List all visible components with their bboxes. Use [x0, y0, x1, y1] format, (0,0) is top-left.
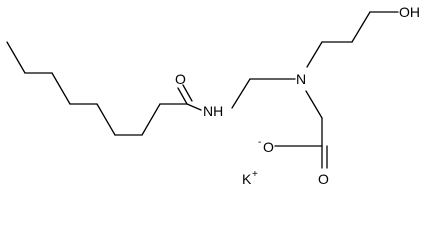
bond-carbonyl-co-2: [182, 84, 193, 102]
bond-c5-c6: [96, 103, 116, 136]
molecule-structure: OH O NH N - O O K +: [6, 4, 420, 187]
carboxylate-oxygen-single-label: O: [263, 139, 274, 155]
carboxymethyl-arm: [274, 90, 328, 169]
carboxylate-charge-minus: -: [258, 137, 261, 148]
bond-c3-c4: [51, 72, 71, 105]
hydroxypropyl-arm: [306, 11, 399, 68]
bond-c2-c3-arm: [351, 11, 371, 43]
carboxylate-oxygen-single-group: - O: [258, 137, 274, 155]
amide-group: [177, 78, 296, 111]
bond-c1-c2: [6, 41, 26, 74]
amide-nitrogen-label: NH: [203, 103, 223, 119]
potassium-counterion: K +: [242, 169, 258, 187]
bond-nh-to-ch2: [231, 78, 251, 109]
bond-c7-c8: [141, 103, 161, 136]
octanoyl-chain: [6, 41, 188, 136]
bond-carbonyl-c-to-n: [186, 103, 202, 111]
carbonyl-oxygen-label: O: [175, 71, 186, 87]
potassium-charge-plus: +: [252, 169, 258, 180]
bond-n-to-c1: [306, 41, 323, 68]
bond-n-to-ch2-carboxy: [305, 90, 323, 119]
structure-canvas: OH O NH N - O O K +: [6, 4, 420, 187]
tertiary-nitrogen-label: N: [296, 71, 306, 87]
potassium-label: K: [242, 171, 252, 187]
hydroxyl-label: OH: [399, 4, 420, 20]
bond-carbonyl-co-1: [177, 87, 188, 105]
carboxylate-oxygen-double-label: O: [318, 171, 329, 187]
